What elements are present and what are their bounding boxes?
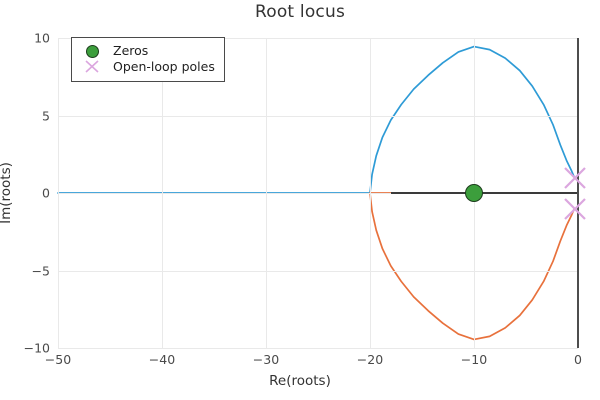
circle-marker-icon	[85, 45, 99, 58]
gridline-horizontal	[58, 270, 578, 272]
y-tick-label: 5	[42, 108, 50, 123]
gridline-horizontal	[58, 115, 578, 117]
x-tick-label: −30	[252, 352, 280, 367]
x-tick-label: −40	[148, 352, 176, 367]
y-tick-label: 10	[34, 30, 50, 46]
zero-marker	[465, 184, 483, 202]
pole-marker	[562, 196, 588, 222]
legend-label-zeros: Zeros	[113, 43, 149, 58]
imag-axis-spine	[577, 38, 579, 348]
gridline-horizontal	[58, 193, 578, 194]
x-tick-label: −20	[356, 352, 384, 367]
real-axis-spine	[390, 192, 578, 194]
y-tick-label: −5	[31, 263, 50, 278]
x-axis-label: Re(roots)	[269, 373, 331, 389]
gridline-horizontal	[58, 348, 578, 349]
locus-branch	[369, 192, 576, 341]
plot-area	[57, 38, 586, 349]
y-tick-label: −10	[23, 340, 50, 356]
x-tick-label: 0	[574, 352, 582, 367]
chart-legend: Zeros Open-loop poles	[71, 37, 225, 82]
pole-marker	[562, 165, 588, 191]
chart-title: Root locus	[254, 2, 346, 22]
y-axis-label: Im(roots)	[0, 162, 14, 224]
legend-marker-column	[79, 43, 105, 74]
gridline-horizontal	[58, 38, 578, 39]
y-tick-label: 0	[42, 185, 50, 201]
x-tick-label: −50	[44, 352, 72, 367]
x-marker-icon	[85, 60, 99, 73]
legend-label-open-loop-poles: Open-loop poles	[113, 59, 215, 74]
x-tick-label: −10	[460, 352, 488, 367]
legend-label-column: Zeros Open-loop poles	[113, 43, 215, 75]
